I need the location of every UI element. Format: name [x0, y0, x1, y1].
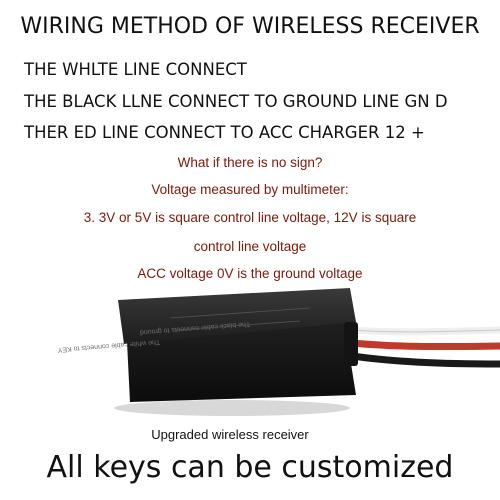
- device-caption: Upgraded wireless receiver: [151, 427, 309, 442]
- wiring-line-white: THE WHLTE LINE CONNECT: [24, 60, 247, 79]
- note-voltage-line-2: control line voltage: [193, 239, 307, 254]
- wire-black: [351, 352, 500, 368]
- wire-red: [351, 339, 500, 351]
- wire-bundle: [351, 326, 500, 368]
- note-question: What if there is no sign?: [177, 155, 323, 170]
- note-ground-voltage: ACC voltage 0V is the ground voltage: [137, 266, 363, 281]
- heading: WIRING METHOD OF WIRELESS RECEIVER: [20, 14, 480, 39]
- wiring-line-black: THE BLACK LLNE CONNECT TO GROUND LINE GN…: [24, 92, 448, 111]
- note-voltage-line-1: 3. 3V or 5V is square control line volta…: [83, 210, 417, 225]
- tagline: All keys can be customized: [46, 450, 454, 485]
- note-multimeter: Voltage measured by multimeter:: [151, 182, 349, 197]
- wiring-line-red: THER ED LINE CONNECT TO ACC CHARGER 12 +: [24, 123, 425, 142]
